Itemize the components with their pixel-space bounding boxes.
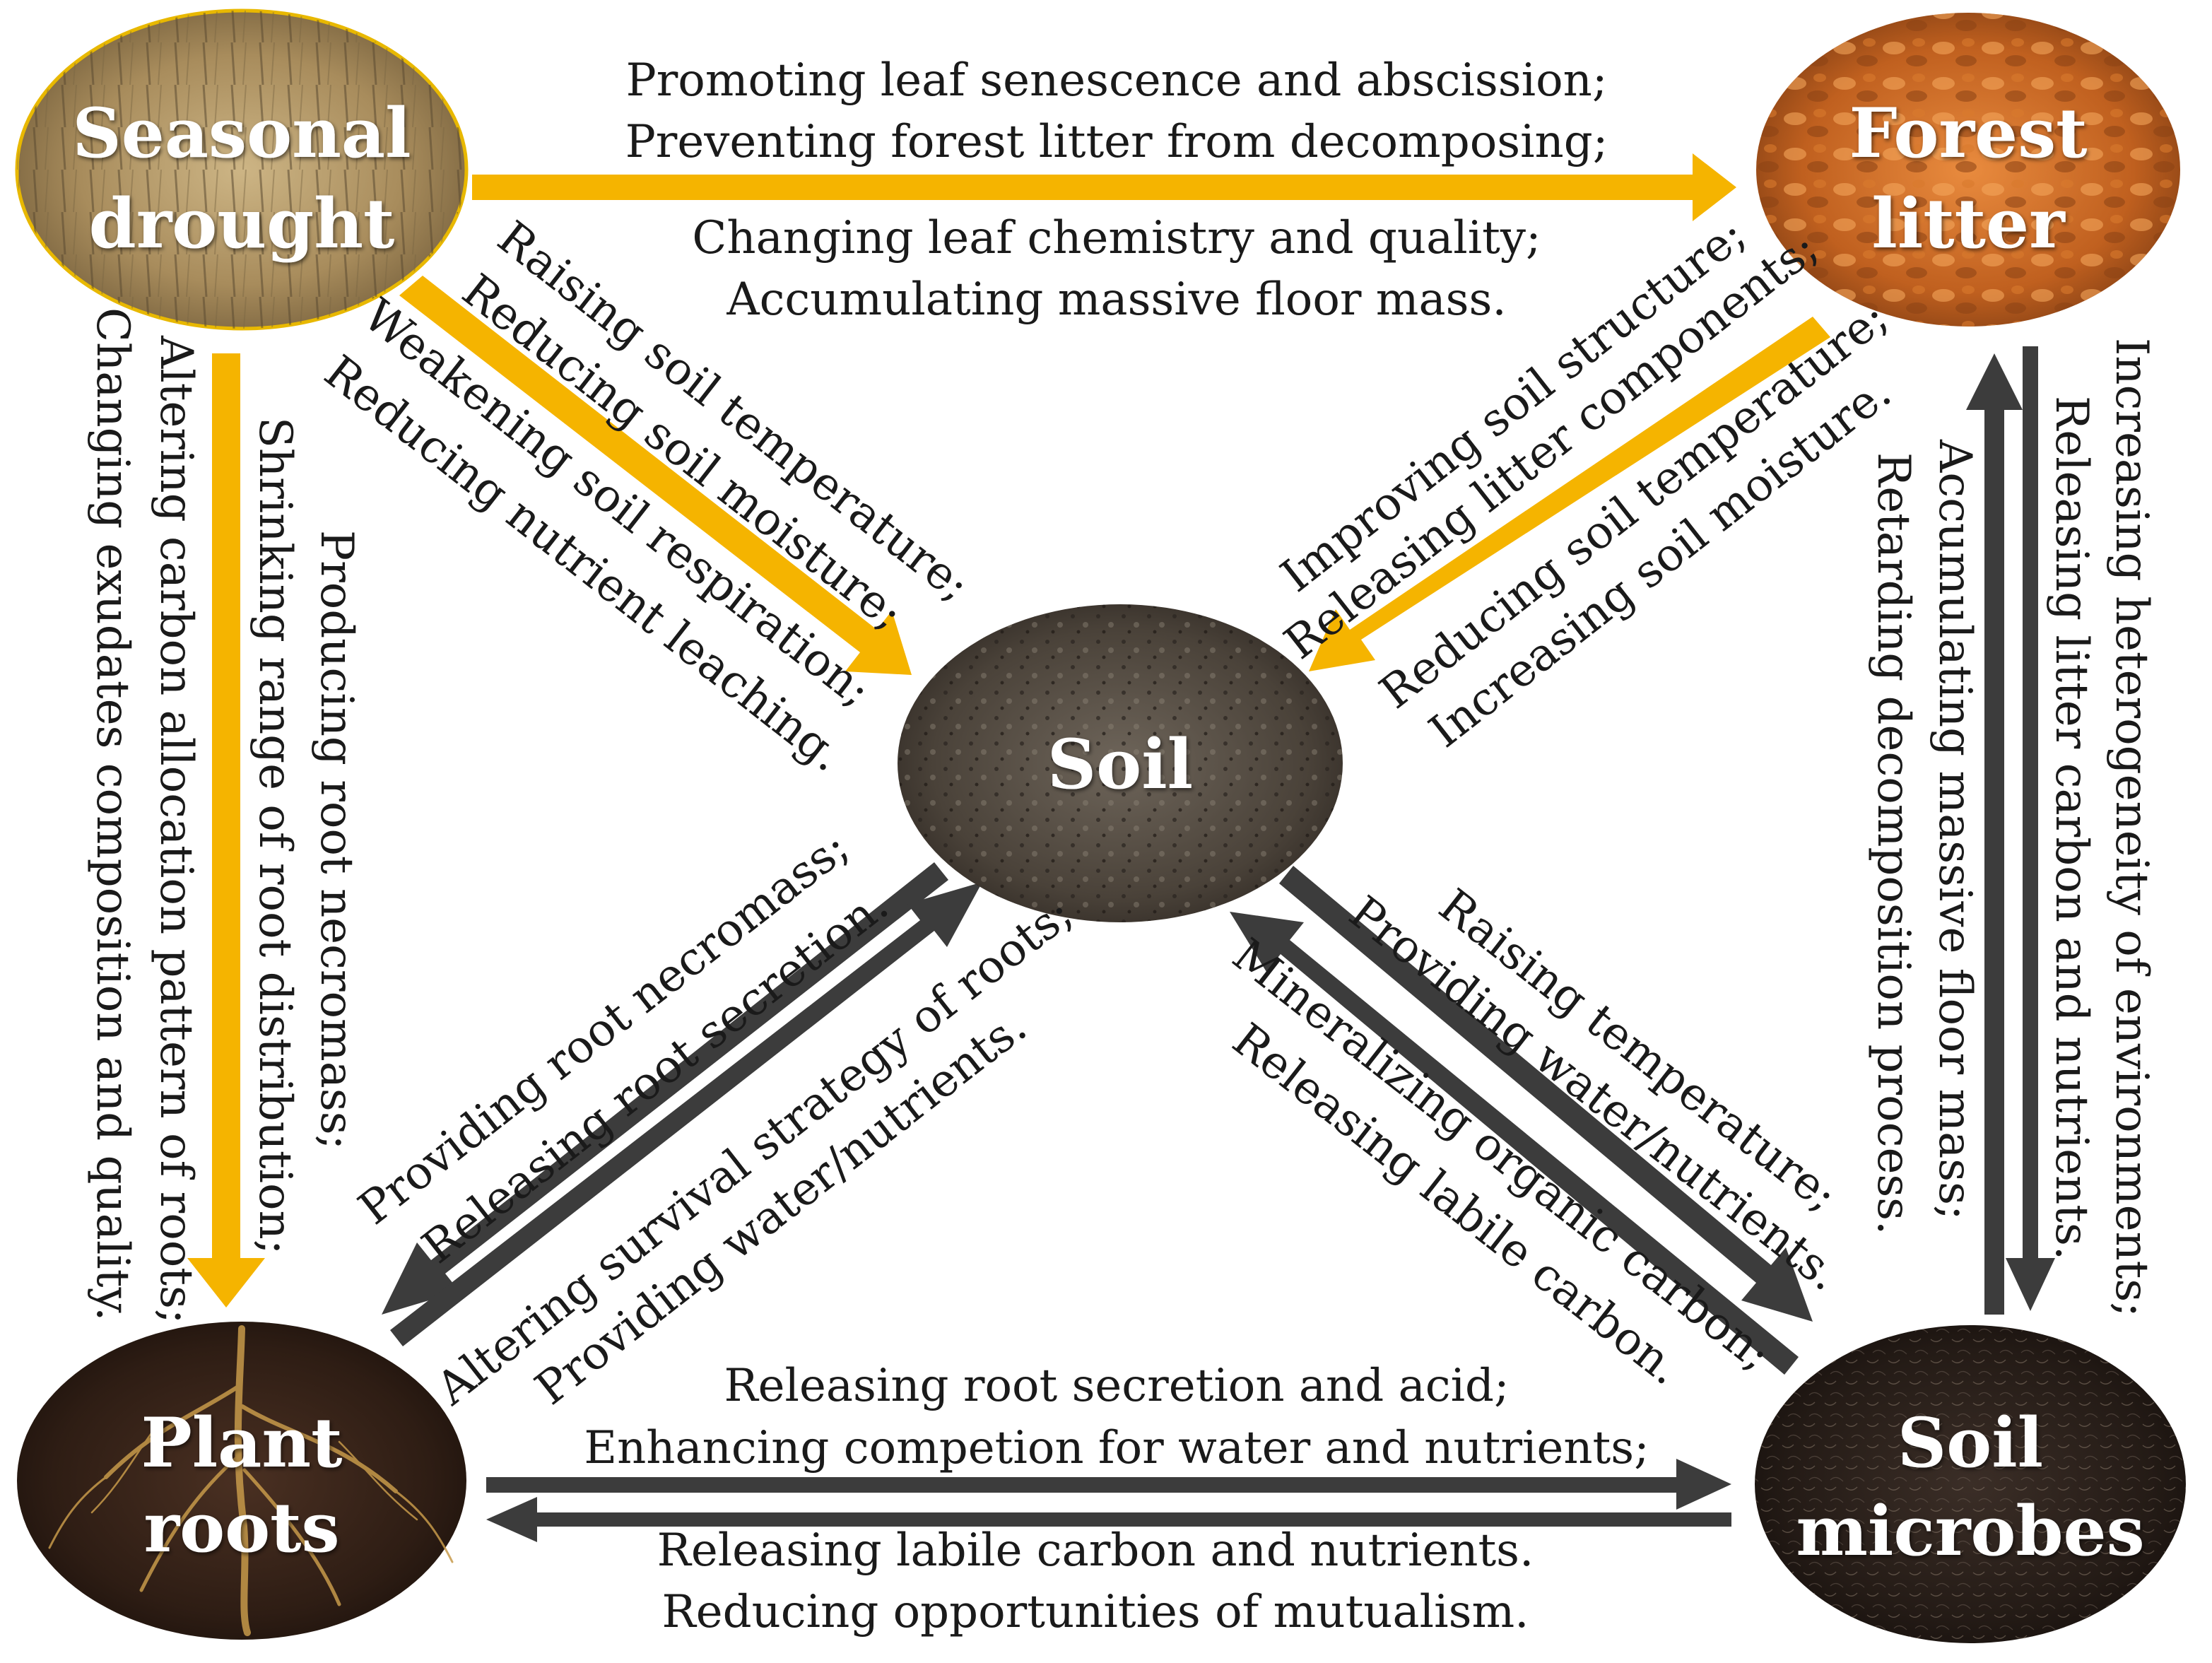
label-line: Altering carbon allocation pattern of ro… (150, 335, 202, 1324)
label-roots-microbes: Releasing root secretion and acid; Enhan… (584, 1360, 1649, 1638)
arrow-drought-to-soil (399, 276, 912, 675)
label-line: Releasing root secretion and acid; (724, 1360, 1509, 1412)
label-line: Increasing heterogeneity of environments… (2105, 338, 2158, 1317)
node-forest-litter-line2: litter (1871, 184, 2066, 264)
arrow-drought-to-roots (187, 353, 265, 1308)
node-seasonal-drought-line1: Seasonal (72, 93, 411, 173)
node-soil-microbes-line2: microbes (1796, 1491, 2144, 1571)
arrow-litter-to-soil (1309, 317, 1830, 671)
root-illustration (48, 1325, 454, 1636)
arrow-microbes-to-soil (1230, 912, 1799, 1375)
label-line: Preventing forest litter from decomposin… (625, 116, 1608, 168)
label-line: Accumulating massive floor mass; (1929, 439, 1981, 1221)
label-litter-microbes: Increasing heterogeneity of environments… (1867, 338, 2158, 1317)
label-soil-roots: Providing root necromass; Releasing root… (349, 821, 1082, 1416)
label-drought-to-litter: Promoting leaf senescence and abscission… (625, 54, 1608, 326)
node-seasonal-drought: Seasonal drought (15, 8, 469, 331)
node-soil-microbes: Soil microbes (1755, 1325, 2186, 1643)
node-plant-roots-line2: roots (143, 1488, 339, 1568)
label-line: Reducing opportunities of mutualism. (662, 1586, 1529, 1638)
label-line: Promoting leaf senescence and abscission… (626, 54, 1608, 107)
node-forest-litter-line1: Forest (1849, 93, 2088, 173)
node-soil-microbes-line1: Soil (1898, 1403, 2043, 1483)
arrow-soil-to-microbes (1279, 866, 1813, 1322)
node-forest-litter: Forest litter (1756, 13, 2180, 327)
arrow-litter-to-microbes (2006, 346, 2055, 1311)
label-line: Releasing litter carbon and nutrients. (2045, 396, 2098, 1260)
arrows (187, 153, 2055, 1542)
arrow-drought-to-litter (472, 153, 1736, 221)
arrow-soil-to-roots (382, 862, 948, 1315)
label-line: Enhancing competion for water and nutrie… (584, 1422, 1649, 1474)
label-line: Shrinking range of root distribution; (249, 417, 301, 1254)
arrow-roots-to-soil (390, 882, 982, 1346)
arrow-microbes-to-roots (486, 1497, 1731, 1542)
node-plant-roots-line1: Plant (141, 1403, 343, 1483)
label-line: Producing root necromass; (310, 530, 363, 1150)
label-line: Releasing labile carbon and nutrients. (657, 1524, 1534, 1577)
label-line: Changing exudates composition and qualit… (86, 307, 139, 1321)
label-line: Changing leaf chemistry and quality; (692, 212, 1541, 264)
label-line: Retarding decomposition process. (1867, 452, 1919, 1235)
label-soil-microbes: Raising temperature; Providing water/nut… (1223, 879, 1849, 1395)
nodes: Seasonal drought Forest litter Soil (15, 8, 2186, 1643)
node-seasonal-drought-line2: drought (89, 184, 395, 264)
node-plant-roots: Plant roots (17, 1322, 466, 1640)
label-line: Releasing labile carbon. (1223, 1013, 1690, 1395)
node-soil: Soil (898, 604, 1343, 922)
arrow-roots-to-microbes (486, 1459, 1731, 1510)
label-line: Accumulating massive floor mass. (726, 274, 1506, 326)
arrow-microbes-to-litter (1966, 353, 2023, 1315)
label-line: Providing water/nutrients. (526, 1001, 1036, 1416)
label-drought-to-roots: Producing root necromass; Shrinking rang… (86, 307, 363, 1324)
node-soil-line1: Soil (1047, 724, 1193, 804)
